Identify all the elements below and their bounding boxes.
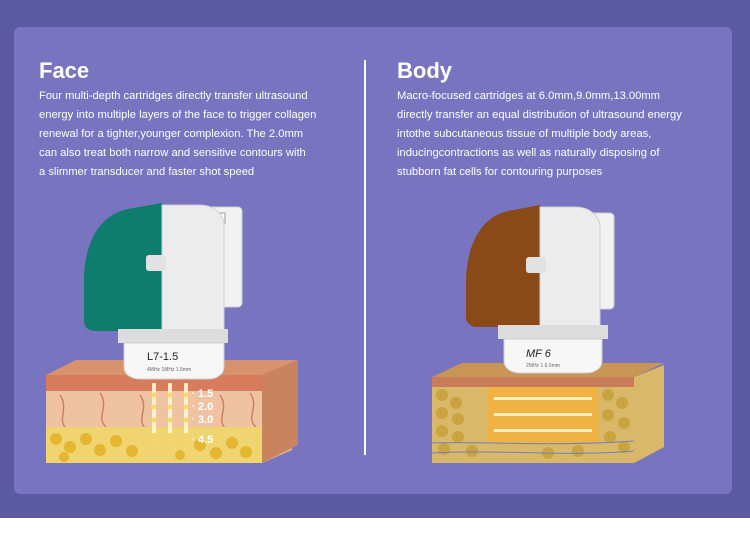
face-cartridge-label: L7-1.5: [147, 351, 178, 363]
face-description: Four multi-depth cartridges directly tra…: [39, 90, 317, 178]
face-depth-label: 4.5: [198, 434, 213, 446]
body-cartridge-illustration: MF 6 2MHz 1 6.0mm: [431, 205, 664, 463]
face-cartridge: [84, 203, 243, 380]
face-depth-label: 2.0: [198, 401, 213, 413]
face-title: Face: [39, 58, 90, 83]
face-depth-label: 1.5: [198, 388, 213, 400]
section-divider: [364, 60, 366, 455]
face-cartridge-shell: [84, 203, 162, 331]
face-cartridge-sublabel: 4MHz 1MHz 1.5mm: [147, 367, 191, 373]
body-description: Macro-focused cartridges at 6.0mm,9.0mm,…: [397, 90, 682, 178]
body-title: Body: [397, 58, 452, 83]
face-depth-label: 3.0: [198, 414, 213, 426]
body-cartridge-shell: [466, 205, 540, 327]
body-cartridge-label: MF 6: [526, 348, 552, 360]
face-cartridge-illustration: 1.5 2.0 3.0 4.5 L7-1.5 4MHz 1MHz 1.5mm: [46, 203, 298, 463]
body-cartridge-sublabel: 2MHz 1 6.0mm: [526, 363, 560, 369]
bottom-band: [0, 518, 750, 541]
body-cartridge: [466, 205, 615, 374]
